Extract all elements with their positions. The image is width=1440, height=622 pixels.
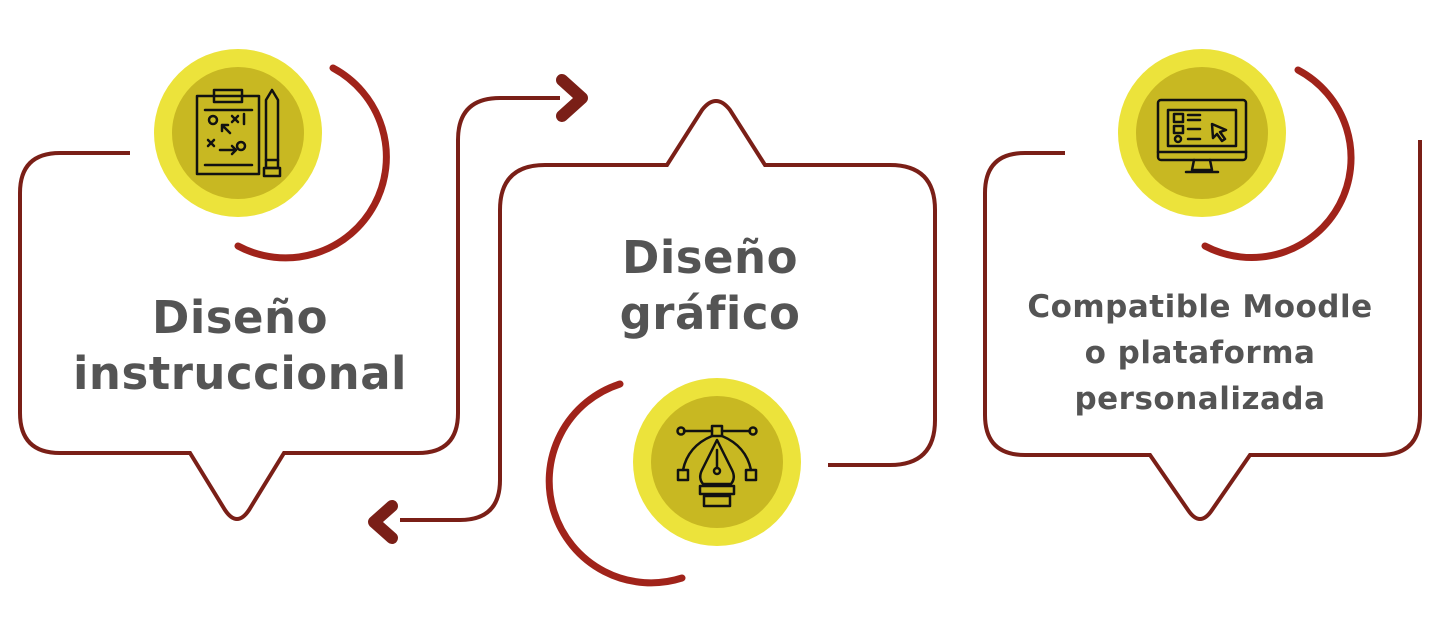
pen-tool-icon xyxy=(676,424,758,508)
arrow-left-icon xyxy=(368,500,398,544)
connector-top xyxy=(456,96,560,413)
step-2-label: Diseño gráfico xyxy=(540,230,880,342)
monitor-interface-icon xyxy=(1156,98,1248,174)
badge-3 xyxy=(1118,49,1286,217)
step-1-label: Diseño instruccional xyxy=(40,290,440,402)
arc-2 xyxy=(545,380,686,587)
bubble-1-outline xyxy=(18,151,460,521)
arc-3 xyxy=(1201,66,1355,262)
step-3-label: Compatible Moodle o plataforma personali… xyxy=(985,284,1415,422)
arc-1 xyxy=(234,64,390,262)
clipboard-strategy-icon xyxy=(195,88,282,178)
badge-1 xyxy=(154,49,322,217)
step-1-line-1: Diseño xyxy=(151,291,329,344)
bubble-3-outline xyxy=(983,140,1422,521)
arrow-right-icon xyxy=(556,74,588,122)
step-3-line-3: personalizada xyxy=(1074,381,1326,417)
step-3-line-1: Compatible Moodle xyxy=(1027,289,1373,325)
bubble-2-outline xyxy=(400,99,937,522)
step-2-line-2: gráfico xyxy=(619,287,801,340)
step-2-line-1: Diseño xyxy=(621,231,799,284)
badge-2 xyxy=(633,378,801,546)
step-1-line-2: instruccional xyxy=(72,347,407,400)
step-3-line-2: o plataforma xyxy=(1084,335,1316,371)
